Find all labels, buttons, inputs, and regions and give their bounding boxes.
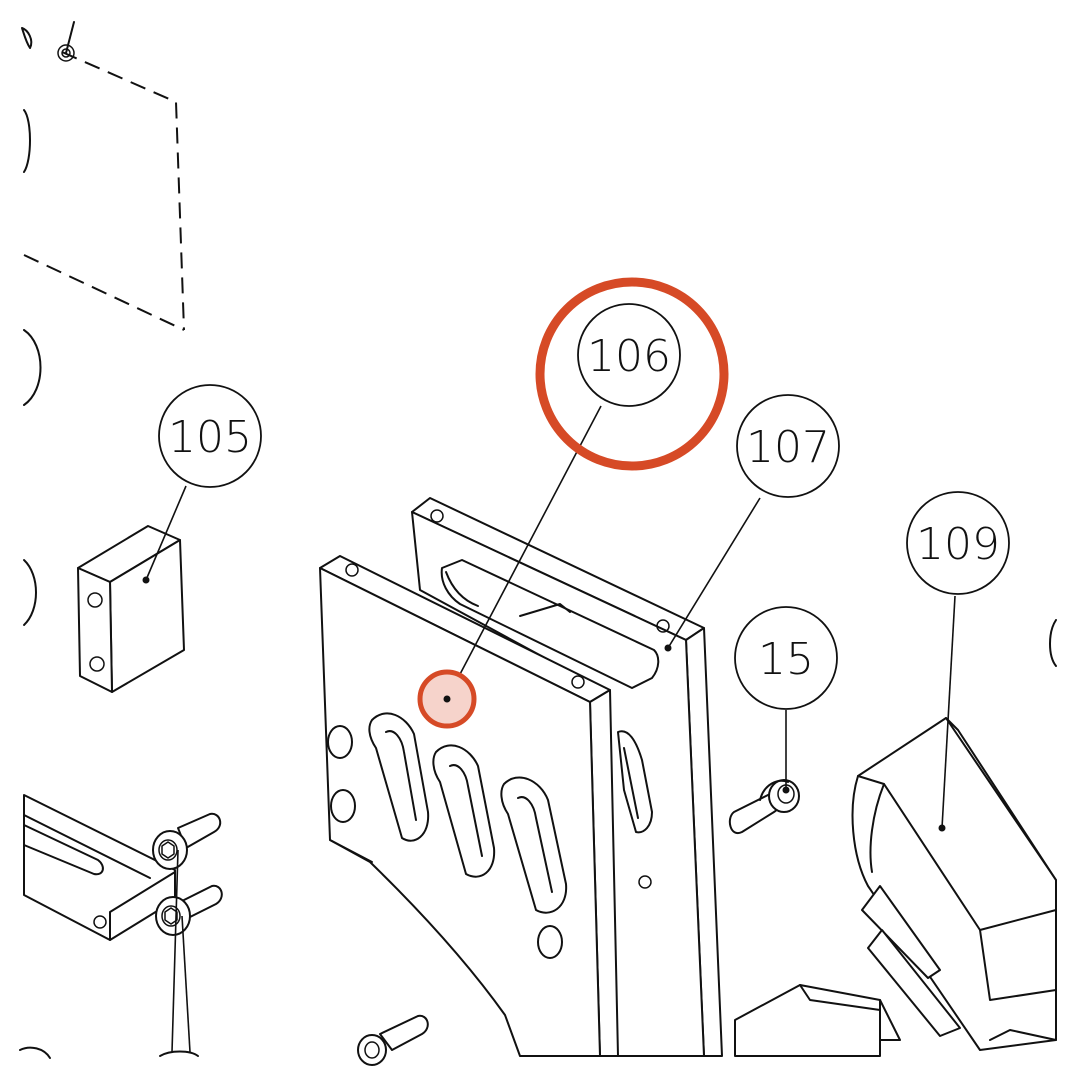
leader-105 <box>145 485 187 581</box>
highlight-ring <box>535 277 729 471</box>
small-screw-icon <box>57 44 75 62</box>
bottom-bolt <box>357 1014 429 1066</box>
part-15-bolt <box>728 779 800 835</box>
callout-107[interactable]: 107 <box>736 394 840 498</box>
top-left-housing-outline <box>21 21 185 331</box>
leader-109-end-dot <box>938 824 946 832</box>
leader-106-end-dot <box>443 695 451 703</box>
left-lower-arm <box>23 794 176 941</box>
callout-105[interactable]: 105 <box>158 384 262 488</box>
callout-109[interactable]: 109 <box>906 491 1010 595</box>
callout-15-label: 15 <box>758 634 814 685</box>
part-107-rear-plate <box>411 497 723 1057</box>
left-bolt-lower <box>155 884 223 936</box>
left-edge-arcs <box>19 329 51 1059</box>
callout-106[interactable]: 106 <box>577 303 681 407</box>
part-105-block <box>77 525 185 693</box>
leader-left-bolt-2 <box>181 915 191 1053</box>
leader-left-bolt-1 <box>171 849 179 1053</box>
left-bolt-upper <box>152 812 222 870</box>
leader-107-end-dot <box>664 644 672 652</box>
callout-105-label: 105 <box>168 412 252 463</box>
leader-15-end-dot <box>782 786 790 794</box>
left-bottom-callout-edge <box>159 1050 199 1057</box>
leader-105-end-dot <box>142 576 150 584</box>
leader-107 <box>667 497 761 649</box>
leader-109 <box>941 595 956 829</box>
leader-106 <box>447 405 602 698</box>
part-106-front-plate <box>319 555 619 1057</box>
callout-107-label: 107 <box>746 422 830 473</box>
callout-109-label: 109 <box>916 519 1000 570</box>
callout-15[interactable]: 15 <box>734 606 838 710</box>
part-109-bracket <box>734 619 1057 1057</box>
callout-106-label: 106 <box>587 331 671 382</box>
